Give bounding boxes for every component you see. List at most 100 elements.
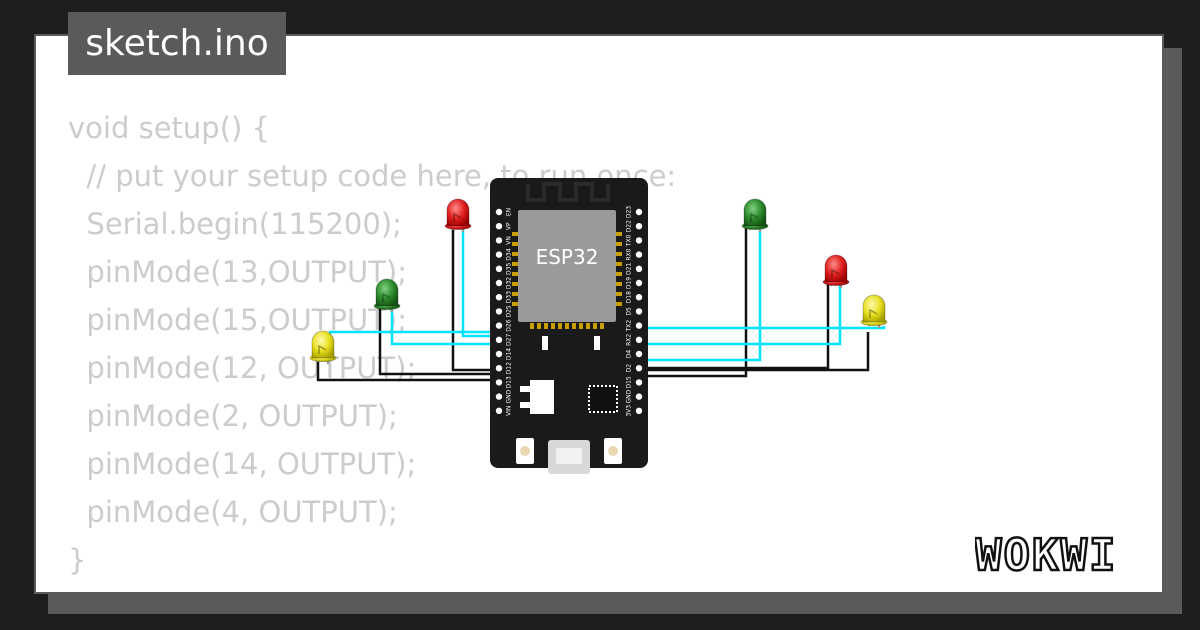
pin-label: D5 <box>626 307 633 316</box>
green-led-right[interactable] <box>741 198 769 232</box>
pin-hole[interactable] <box>495 237 503 244</box>
pin-hole[interactable] <box>495 308 503 315</box>
pin-label: D12 <box>506 362 513 374</box>
reset-button[interactable] <box>604 438 622 464</box>
antenna <box>526 182 610 202</box>
pin-hole[interactable] <box>495 350 503 358</box>
green-led-left[interactable] <box>373 278 401 312</box>
code-line: pinMode(14, OUTPUT); <box>68 447 417 481</box>
pin-label: D14 <box>506 348 513 360</box>
file-tab[interactable]: sketch.ino <box>68 12 286 75</box>
wire-ground <box>451 228 496 372</box>
pin-hole[interactable] <box>635 365 643 372</box>
pin-hole[interactable] <box>635 208 643 216</box>
pin-label: D13 <box>506 376 513 388</box>
pin-label: D2 <box>626 364 633 373</box>
pin-label: D33 <box>506 291 513 303</box>
red-led-right[interactable] <box>822 254 850 288</box>
left-pin-header: ENVPVND34D35D32D33D25D26D27D14D12D13GNDV… <box>495 208 513 416</box>
pin-hole[interactable] <box>495 294 503 301</box>
leds <box>309 198 888 364</box>
code-line: void setup() { <box>68 111 270 145</box>
pin-hole[interactable] <box>635 336 643 343</box>
pin-label: TX2 <box>626 320 633 333</box>
pin-label: RX0 <box>626 248 633 260</box>
pin-hole[interactable] <box>635 350 643 358</box>
usb-chip <box>588 385 618 413</box>
pin-label: VN <box>506 236 513 245</box>
pin-hole[interactable] <box>635 393 643 400</box>
esp32-module <box>518 210 616 322</box>
esp32-board[interactable]: ESP32 ENVPVND34D35D32D33D25D26D27D14D12D… <box>490 178 648 474</box>
yellow-led-right[interactable] <box>860 294 888 328</box>
pin-label: D34 <box>506 248 513 260</box>
wire-ground <box>316 360 496 392</box>
wokwi-logo[interactable]: WOKWI <box>975 522 1155 582</box>
pin-label: D22 <box>626 220 633 232</box>
pin-hole[interactable] <box>495 223 503 230</box>
yellow-led-left[interactable] <box>309 330 337 364</box>
pin-label: VIN <box>506 406 513 416</box>
wire-ground <box>640 284 830 370</box>
wire-ground <box>640 228 748 378</box>
wire-signal <box>638 228 762 362</box>
pin-label: VP <box>506 222 513 230</box>
pin-hole[interactable] <box>635 379 643 386</box>
pin-hole[interactable] <box>495 336 503 343</box>
wire-signal <box>640 284 842 346</box>
pin-hole[interactable] <box>495 208 503 216</box>
code-line: // put your setup code here, to run once… <box>68 159 677 193</box>
code-line: pinMode(4, OUTPUT); <box>68 495 398 529</box>
pin-hole[interactable] <box>495 407 503 414</box>
pin-label: D21 <box>626 262 633 274</box>
voltage-regulator <box>530 380 554 414</box>
wire-ground <box>640 332 870 372</box>
pin-label: TX0 <box>626 234 633 247</box>
pin-hole[interactable] <box>635 223 643 230</box>
pin-label: D32 <box>506 277 513 289</box>
pin-label: D25 <box>506 305 513 317</box>
boot-button[interactable] <box>516 438 534 464</box>
pin-label: RX2 <box>626 334 633 346</box>
pin-hole[interactable] <box>495 379 503 386</box>
pin-hole[interactable] <box>495 251 503 258</box>
pin-hole[interactable] <box>635 279 643 287</box>
pin-label: D27 <box>506 333 513 345</box>
smd-part <box>542 336 548 350</box>
code-line: } <box>68 543 87 577</box>
pin-hole[interactable] <box>635 294 643 301</box>
smd-part <box>594 336 600 350</box>
pin-hole[interactable] <box>495 322 503 329</box>
pin-hole[interactable] <box>635 407 643 414</box>
pin-hole[interactable] <box>495 265 503 272</box>
pin-label: D35 <box>506 262 513 274</box>
pin-hole[interactable] <box>495 393 503 400</box>
wokwi-logo-text: WOKWI <box>975 530 1117 581</box>
pin-label: D19 <box>626 277 633 289</box>
code-editor: void setup() { // put your setup code he… <box>68 104 676 584</box>
esp32-label: ESP32 <box>536 245 599 269</box>
wire-ground <box>378 308 496 376</box>
pin-hole[interactable] <box>635 237 643 244</box>
pin-hole[interactable] <box>495 365 503 372</box>
pin-label: 3V3 <box>626 405 633 417</box>
pin-label: D4 <box>626 350 633 359</box>
pin-label: D26 <box>506 319 513 331</box>
pin-label: D18 <box>626 291 633 303</box>
wire-signal <box>640 326 886 330</box>
code-line: pinMode(13,OUTPUT); <box>68 255 408 289</box>
red-led-left[interactable] <box>444 198 472 232</box>
pin-label: GND <box>626 389 633 403</box>
pin-label: D23 <box>626 206 633 218</box>
pin-hole[interactable] <box>635 251 643 258</box>
code-line: pinMode(2, OUTPUT); <box>68 399 398 433</box>
module-pads <box>512 232 622 329</box>
pin-hole[interactable] <box>635 308 643 315</box>
pin-label: D15 <box>626 376 633 388</box>
pin-hole[interactable] <box>635 322 643 329</box>
pin-hole[interactable] <box>635 265 643 272</box>
pin-hole[interactable] <box>495 279 503 287</box>
code-line: Serial.begin(115200); <box>68 207 402 241</box>
